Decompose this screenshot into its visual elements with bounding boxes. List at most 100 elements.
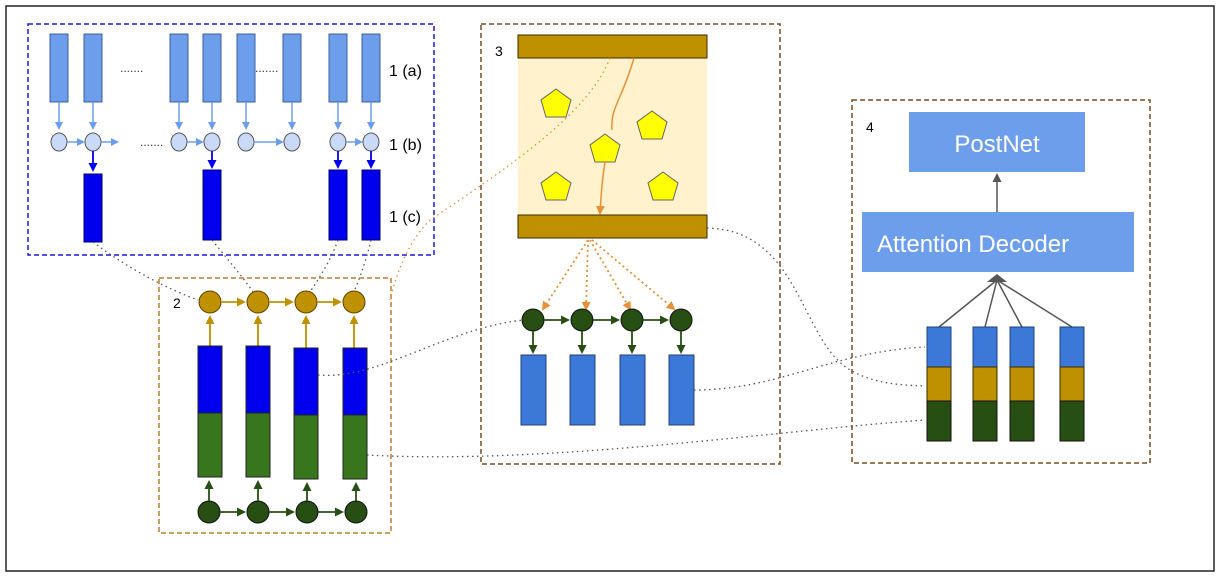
ellipsis-b: .......	[140, 135, 163, 149]
connector	[353, 239, 372, 293]
attention-path	[600, 57, 635, 213]
output-bar	[83, 173, 103, 243]
stack-green	[926, 400, 952, 442]
pentagon-icon	[636, 110, 668, 140]
dotted-connectors	[92, 227, 926, 458]
rnn-node	[237, 132, 255, 152]
input-bar	[49, 33, 69, 103]
connector	[309, 239, 339, 293]
green-nodes	[197, 500, 368, 524]
stack-blue	[926, 326, 952, 368]
row-a-to-b-arrows	[55, 102, 375, 130]
input-bar	[328, 33, 348, 103]
stack-blue	[1059, 326, 1085, 368]
panel-2: 2	[158, 277, 392, 534]
stack-gold	[1059, 366, 1085, 402]
green-node	[197, 500, 221, 524]
connector	[693, 346, 926, 391]
ellipsis-a-right: .......	[255, 61, 278, 75]
rnn-node	[283, 132, 301, 152]
green-node	[295, 500, 319, 524]
row-a-input-bars	[49, 33, 381, 103]
stack-gold	[972, 366, 998, 402]
bar-bottom-green	[293, 414, 319, 480]
panel-2-number: 2	[173, 295, 181, 311]
ellipsis-a-left: .......	[120, 61, 143, 75]
gold-node	[198, 290, 222, 314]
output-bar	[328, 169, 348, 241]
input-bar	[83, 33, 103, 103]
green-node	[620, 308, 644, 332]
panel-3: 3	[480, 23, 781, 465]
pentagon-icon	[540, 88, 572, 118]
rnn-node	[362, 132, 380, 152]
input-bar	[236, 33, 256, 103]
style-tokens	[540, 88, 679, 201]
rnn-node	[329, 132, 347, 152]
postnet-box	[909, 112, 1085, 172]
panel-2-border	[158, 277, 392, 534]
green-node	[521, 308, 545, 332]
panel-3-down-arrows	[528, 331, 686, 354]
bar-top-blue	[197, 345, 223, 414]
row-b-nodes	[50, 132, 380, 152]
bar-top-blue	[245, 345, 271, 414]
token-broadcast-arrows	[541, 239, 676, 311]
output-bar	[619, 354, 646, 426]
attention-decoder-label: Attention Decoder	[877, 231, 1069, 258]
row-label-a: 1 (a)	[389, 63, 422, 80]
stack-green	[1009, 400, 1035, 442]
stack-blue	[1009, 326, 1035, 368]
gold-nodes	[198, 290, 366, 314]
bar-top-blue	[293, 347, 319, 416]
stack-gold	[926, 366, 952, 402]
green-node	[669, 308, 693, 332]
green-to-bar-arrows	[204, 480, 361, 501]
memory-bottom-bar	[517, 214, 708, 239]
green-node	[246, 500, 270, 524]
row-label-b: 1 (b)	[389, 137, 422, 154]
gold-node	[294, 290, 318, 314]
input-bar	[202, 33, 222, 103]
output-bar	[668, 354, 695, 426]
output-bar	[361, 169, 381, 241]
panel-4-border	[851, 99, 1151, 464]
stacked-bars	[197, 345, 368, 480]
panel-1-border	[27, 23, 435, 256]
input-bar	[361, 33, 381, 103]
bar-bottom-green	[245, 412, 271, 478]
panel-1: ....... .......	[27, 23, 435, 256]
green-node	[344, 500, 368, 524]
connector	[706, 227, 926, 387]
concat-stacks	[926, 326, 1085, 442]
orange-connector	[389, 57, 611, 301]
bar-to-gold-arrows	[205, 315, 359, 348]
gold-node	[342, 290, 366, 314]
output-bar	[569, 354, 596, 426]
panel-3-number: 3	[495, 43, 503, 59]
stack-gold	[1009, 366, 1035, 402]
connector	[92, 241, 199, 301]
output-bar	[520, 354, 547, 426]
rnn-node	[50, 132, 68, 152]
stack-green	[972, 400, 998, 442]
stack-blue	[972, 326, 998, 368]
rnn-node	[203, 132, 221, 152]
postnet-label: PostNet	[954, 131, 1040, 158]
rnn-node	[84, 132, 102, 152]
row-label-c: 1 (c)	[389, 209, 421, 226]
bar-bottom-green	[342, 414, 368, 480]
attention-decoder-box	[862, 212, 1134, 272]
gold-node	[246, 290, 270, 314]
memory-top-bar	[517, 34, 708, 59]
output-bar	[202, 169, 222, 241]
green-node	[570, 308, 594, 332]
row-b-to-c-arrows	[88, 151, 376, 172]
panel-3-border	[480, 23, 781, 465]
bar-top-blue	[342, 347, 368, 416]
panel-3-output-bars	[520, 354, 695, 426]
panel-4: 4 PostNet Attention Decoder	[851, 99, 1151, 464]
panel-4-number: 4	[866, 119, 874, 135]
input-bar	[282, 33, 302, 103]
